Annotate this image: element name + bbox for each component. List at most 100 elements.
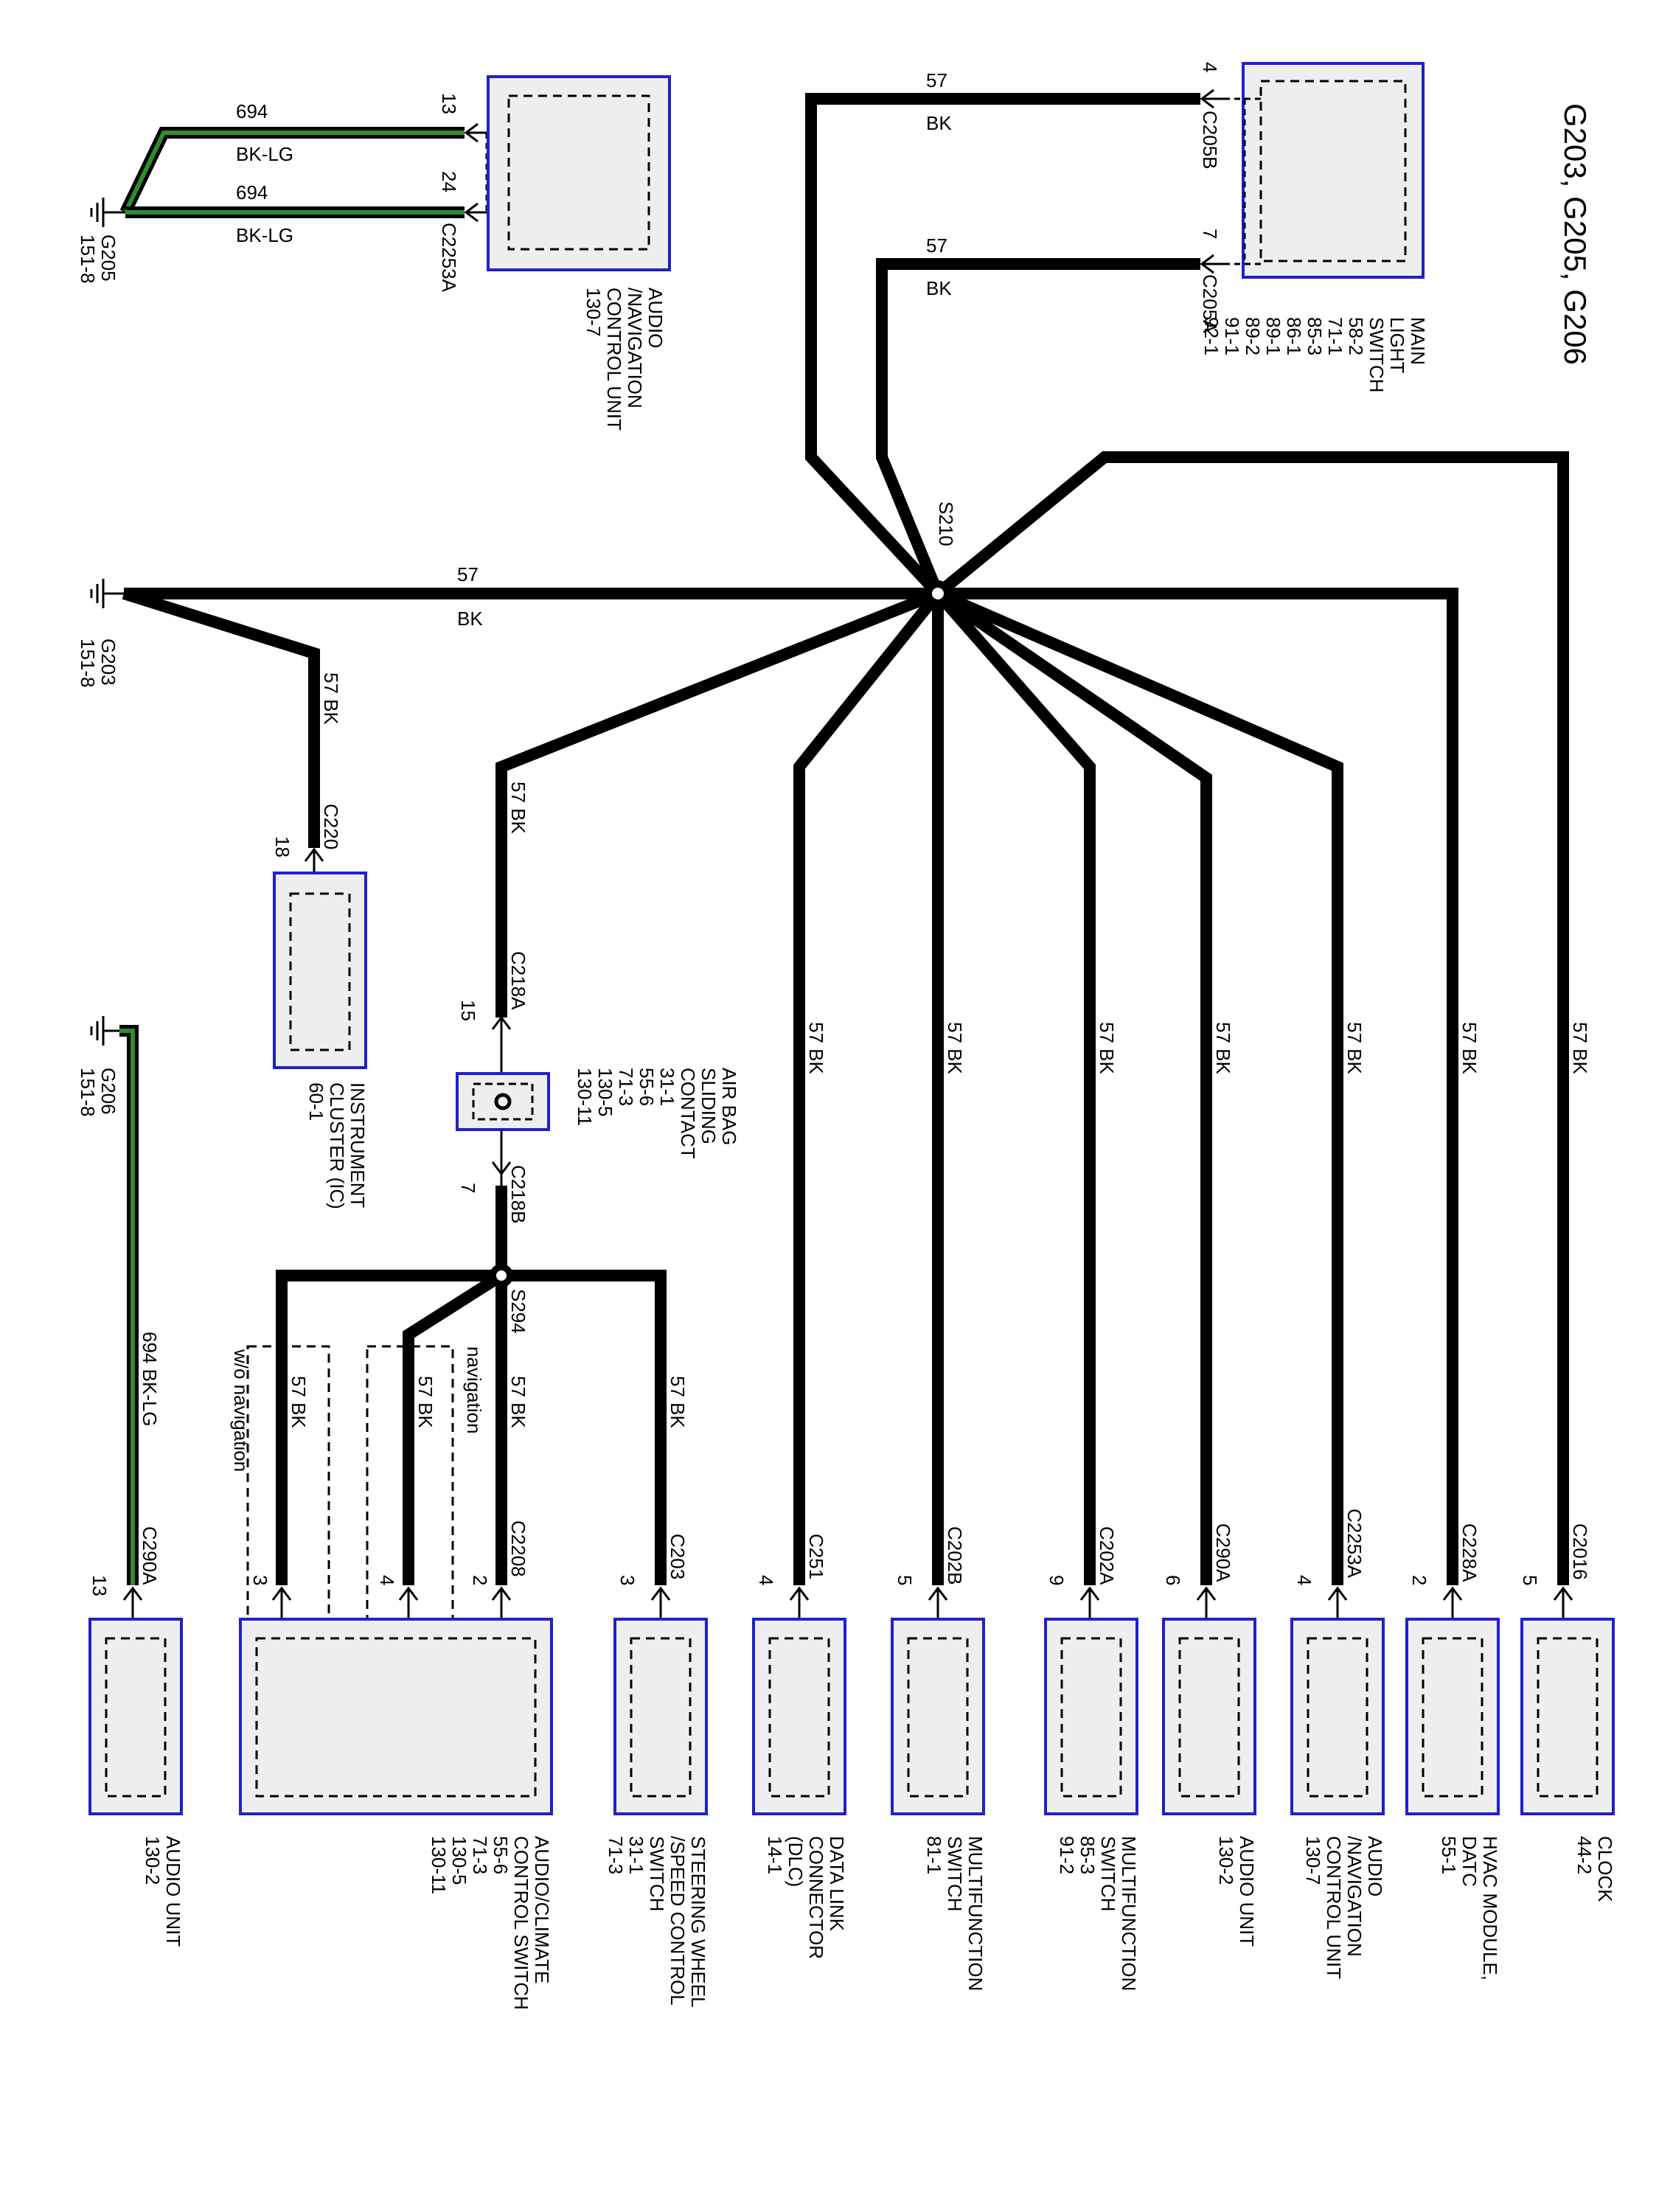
component-label: /NAVIGATION [1343,1836,1366,1957]
wire-label: 57 BK [320,672,342,725]
component-label: AUDIO [1364,1836,1386,1896]
component-label: 71-3 [605,1836,627,1874]
pin-number: 9 [1046,1575,1068,1585]
pin-number: 7 [457,1183,479,1193]
wire-label: 57 BK [507,1376,529,1428]
ground-g205-name: G205 [97,234,119,282]
connector-id: C251 [805,1534,827,1579]
wire-color: BK [457,608,483,630]
wire-label: 57 BK [414,1376,437,1428]
component-label: 89-1 [1262,317,1284,355]
pin-number: 4 [376,1575,398,1585]
ground-icon [90,1016,119,1046]
ground-g206-circuit: G206 151-8 694 BK-LG [77,1016,161,1585]
component-label: 55-1 [1438,1836,1460,1874]
component-label: 31-1 [656,1068,678,1106]
wire-number: 694 [236,181,268,204]
connector-id: C228A [1458,1523,1481,1582]
ground-g203-ref: 151-8 [77,639,99,688]
component-label: STEERING WHEEL [687,1836,709,2008]
component-label: CONTROL UNIT [603,288,625,431]
connector-arrow-icon [1442,1586,1463,1619]
component-label: 71-1 [1324,317,1346,355]
pin-number: 3 [249,1575,271,1585]
component-label: 71-3 [469,1836,491,1874]
option-label: w/o navigation [230,1349,252,1472]
component-airbag-sliding-contact: 57 BK C218A 15 AIR BAG SLIDING CONTACT 3… [456,782,740,1224]
pin-number: 5 [894,1575,916,1585]
connector-id: C205A [1199,274,1221,333]
component-label: 92-1 [1200,317,1222,355]
component-label: AIR BAG [718,1068,740,1145]
component-label: DATA LINK [826,1836,848,1932]
splice-s294: S294 [490,1264,529,1334]
wire-label: 57 BK [1343,1022,1366,1074]
wire-label: 57 BK [288,1376,310,1428]
diagram-title: G203, G205, G206 [1558,103,1593,365]
component-steering-wheel-switch: C203 3 STEERING WHEEL /SPEED CONTROL SWI… [605,1534,709,2008]
wire-label: 57 BK [1212,1022,1234,1074]
pin-number: 13 [438,93,460,114]
component-label: 14-1 [764,1836,786,1874]
component-label: 91-1 [1221,317,1243,355]
component-label: AUDIO/CLIMATE [531,1836,553,1983]
pin-number: 2 [1408,1575,1430,1585]
connector-arrow-icon [491,1015,512,1074]
wire-label: 57 BK [1458,1022,1481,1074]
pin-number: 4 [1293,1575,1315,1585]
component-label: HVAC MODULE, [1479,1836,1501,1980]
connector-id: C2208 [507,1520,529,1577]
component-label: CONNECTOR [805,1836,827,1959]
pin-number: 18 [271,836,293,858]
component-main-light-switch: 4 C205B 7 C205A MAIN LIGHT SWITCH 58-2 7… [1199,62,1429,393]
component-multifunction-switch-a: C202A 9 MULTIFUNCTION SWITCH 85-3 91-2 [1044,1526,1140,1991]
component-label: (DLC) [785,1836,807,1887]
component-label: 58-2 [1345,317,1367,355]
component-label: 55-6 [490,1836,512,1874]
component-label: SWITCH [1097,1836,1119,1912]
component-label: /SPEED CONTROL [667,1836,689,2006]
wire-label: 57 BK [1569,1022,1591,1074]
component-label: 130-7 [1302,1836,1324,1885]
wire-color: BK [926,277,952,299]
wire-number: 694 [236,100,268,122]
component-label: 130-2 [1215,1836,1237,1885]
component-label: SWITCH [944,1836,966,1912]
ground-g203: G203 151-8 [77,579,124,688]
component-label: 130-5 [594,1068,616,1117]
ground-g206-ref: 151-8 [77,1068,99,1117]
connector-arrow-icon [928,1586,948,1619]
connector-id: C2016 [1569,1523,1591,1580]
connector-id: C290A [139,1526,161,1585]
wire-number: 57 [457,563,479,585]
pin-number: 2 [469,1575,491,1585]
connector-id: C290A [1212,1523,1234,1582]
connector-id: C202A [1096,1526,1118,1585]
connector-id: C202B [944,1526,966,1585]
component-label: CONTACT [677,1068,699,1159]
connector-arrow-icon [789,1586,810,1619]
connector-id: C2253A [438,223,460,293]
component-label: CONTROL UNIT [1323,1836,1345,1979]
component-audio-unit-right: C290A 6 AUDIO UNIT 130-2 [1162,1523,1258,1947]
wire-color: BK-LG [236,143,293,165]
connector-arrow-icon [1327,1586,1348,1619]
ground-g203-name: G203 [97,639,119,686]
component-label: CONTROL SWITCH [510,1836,532,2010]
connector-arrow-icon [122,1586,143,1619]
component-label: 91-2 [1056,1836,1078,1874]
connector-arrow-icon [1079,1586,1100,1619]
wire-label: 694 BK-LG [139,1332,161,1427]
pin-number: 7 [1199,229,1221,239]
wire-label: 57 BK [944,1022,966,1074]
wire-bundle-s210 [122,93,1569,1585]
ground-g205-ref: 151-8 [77,234,99,284]
component-label: 81-1 [923,1836,945,1874]
component-label: 60-1 [305,1082,327,1121]
component-label: 85-3 [1077,1836,1099,1874]
component-hvac-module: C228A 2 HVAC MODULE, DATC 55-1 [1405,1523,1501,1980]
component-label: AUDIO [644,288,667,348]
component-label: MAIN [1407,317,1429,365]
wire-label: 57 BK [507,782,529,834]
component-label: 31-1 [625,1836,647,1874]
